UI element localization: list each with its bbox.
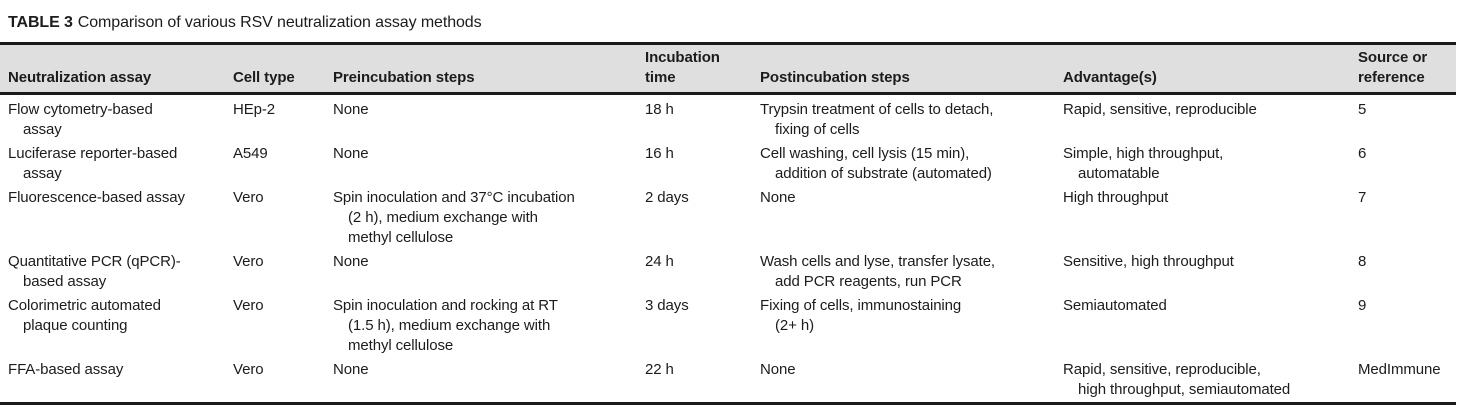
- col-header-preincubation-steps: Preincubation steps: [333, 43, 645, 95]
- cell-preincubation: None: [333, 253, 369, 270]
- cell-source: 8: [1358, 253, 1367, 270]
- header-row: Neutralization assay Cell type Preincuba…: [0, 43, 1456, 95]
- cell-advantages: Semiautomated: [1063, 297, 1167, 314]
- cell-postincubation: Wash cells and lyse, transfer lysate, ad…: [760, 253, 996, 290]
- cell-cell-type: HEp-2: [233, 101, 276, 118]
- cell-advantages: Sensitive, high throughput: [1063, 253, 1234, 270]
- cell-incubation-time: 2 days: [645, 189, 689, 206]
- cell-advantages: High throughput: [1063, 189, 1169, 206]
- cell-assay: FFA-based assay: [8, 361, 124, 378]
- cell-postincubation: Trypsin treatment of cells to detach, fi…: [760, 101, 994, 138]
- cell-postincubation: Cell washing, cell lysis (15 min), addit…: [760, 145, 992, 182]
- col-header-incubation-time: Incubation time: [645, 43, 760, 95]
- cell-preincubation: Spin inoculation and 37°C incubation (2 …: [333, 189, 575, 246]
- cell-source: 7: [1358, 189, 1367, 206]
- table-caption-label: TABLE 3: [8, 14, 73, 31]
- table-row: Flow cytometry-based assay HEp-2 None 18…: [0, 94, 1456, 143]
- table-row: FFA-based assay Vero None 22 h None Rapi…: [0, 358, 1456, 404]
- table-row: Quantitative PCR (qPCR)- based assay Ver…: [0, 250, 1456, 294]
- cell-preincubation: Spin inoculation and rocking at RT (1.5 …: [333, 297, 558, 354]
- cell-source: 6: [1358, 145, 1367, 162]
- cell-cell-type: Vero: [233, 253, 264, 270]
- table-header: Neutralization assay Cell type Preincuba…: [0, 43, 1456, 95]
- cell-postincubation: None: [760, 189, 796, 206]
- table-row: Fluorescence-based assay Vero Spin inocu…: [0, 186, 1456, 250]
- cell-cell-type: Vero: [233, 297, 264, 314]
- cell-source: 5: [1358, 101, 1367, 118]
- cell-assay: Colorimetric automated plaque counting: [8, 297, 161, 334]
- cell-assay: Fluorescence-based assay: [8, 189, 185, 206]
- cell-assay: Luciferase reporter-based assay: [8, 145, 178, 182]
- cell-incubation-time: 22 h: [645, 361, 674, 378]
- cell-assay: Flow cytometry-based assay: [8, 101, 153, 138]
- table-caption-text: Comparison of various RSV neutralization…: [77, 14, 482, 31]
- cell-assay: Quantitative PCR (qPCR)- based assay: [8, 253, 181, 290]
- cell-preincubation: None: [333, 145, 369, 162]
- table-row: Luciferase reporter-based assay A549 Non…: [0, 142, 1456, 186]
- cell-postincubation: None: [760, 361, 796, 378]
- comparison-table: Neutralization assay Cell type Preincuba…: [0, 42, 1456, 405]
- cell-incubation-time: 16 h: [645, 145, 674, 162]
- cell-cell-type: Vero: [233, 189, 264, 206]
- cell-source: 9: [1358, 297, 1367, 314]
- cell-preincubation: None: [333, 361, 369, 378]
- cell-cell-type: Vero: [233, 361, 264, 378]
- cell-source: MedImmune: [1358, 361, 1441, 378]
- col-header-cell-type: Cell type: [233, 43, 333, 95]
- table-row: Colorimetric automated plaque counting V…: [0, 294, 1456, 358]
- cell-incubation-time: 24 h: [645, 253, 674, 270]
- cell-incubation-time: 3 days: [645, 297, 689, 314]
- col-header-advantages: Advantage(s): [1063, 43, 1358, 95]
- cell-incubation-time: 18 h: [645, 101, 674, 118]
- col-header-source-reference: Source or reference: [1358, 43, 1456, 95]
- table-body: Flow cytometry-based assay HEp-2 None 18…: [0, 94, 1456, 404]
- cell-advantages: Rapid, sensitive, reproducible, high thr…: [1063, 361, 1291, 398]
- cell-advantages: Rapid, sensitive, reproducible: [1063, 101, 1257, 118]
- cell-preincubation: None: [333, 101, 369, 118]
- col-header-postincubation-steps: Postincubation steps: [760, 43, 1063, 95]
- cell-postincubation: Fixing of cells, immunostaining (2+ h): [760, 297, 962, 334]
- cell-advantages: Simple, high throughput, automatable: [1063, 145, 1224, 182]
- col-header-neutralization-assay: Neutralization assay: [0, 43, 233, 95]
- cell-cell-type: A549: [233, 145, 268, 162]
